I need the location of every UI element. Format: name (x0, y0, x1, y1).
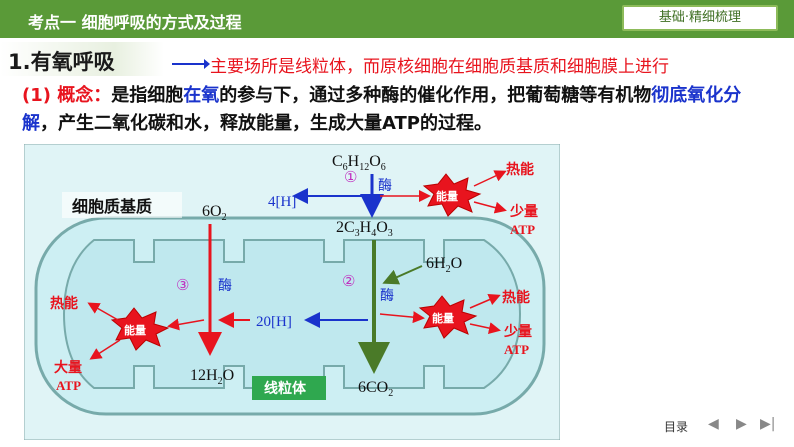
prev-slide-button[interactable]: ◀ (708, 416, 719, 432)
co2-formula: 6CO2 (358, 379, 393, 399)
concept-text-1: 是指细胞 (111, 85, 184, 106)
subtitle-bar (0, 42, 164, 76)
mito-label-bg (252, 376, 326, 400)
water-in-arrow (382, 265, 423, 285)
energy-burst-stage1: 能量 热能 少量 ATP (380, 161, 538, 237)
location-note: 主要场所是线粒体，而原核细胞在细胞质基质和细胞膜上进行 (210, 57, 669, 77)
oxygen-formula: 6O2 (202, 203, 227, 223)
atp-label-2: ATP (504, 342, 529, 357)
atp-amount-label-1: 少量 (509, 203, 538, 219)
energy-label-2: 能量 (432, 311, 454, 325)
last-slide-button[interactable]: ▶| (760, 416, 776, 432)
concept-prefix: (1) 概念： (22, 85, 112, 106)
cytoplasm-label: 细胞质基质 (72, 197, 152, 216)
next-slide-button[interactable]: ▶ (736, 416, 747, 432)
section-title: 1.有氧呼吸 (8, 50, 115, 74)
header-bar: 考点一 细胞呼吸的方式及过程 基础·精细梳理 (0, 0, 794, 38)
atp-amount-label-3: 大量 (54, 359, 82, 375)
water-in-formula: 6H2O (426, 255, 462, 275)
stage3-label: ③ (176, 278, 189, 294)
h20-label: 20[H] (256, 314, 292, 330)
heat-label-1: 热能 (506, 161, 534, 177)
concept-text-2: 的参与下，通过多种酶的催化作用，把葡萄糖等有机物 (219, 85, 652, 106)
h4-label: 4[H] (268, 194, 296, 210)
section-badge[interactable]: 基础·精细梳理 (622, 5, 778, 31)
atp-amount-label-2: 少量 (503, 323, 532, 339)
atp-label-3: ATP (56, 378, 81, 393)
atp-label-1: ATP (510, 222, 535, 237)
concept-text-3: ，产生二氧化碳和水，释放能量，生成大量ATP的过程。 (40, 113, 493, 134)
enzyme3-label: 酶 (218, 277, 232, 293)
energy-burst-stage2: 能量 热能 少量 ATP (379, 289, 532, 357)
energy-burst-stage3: 能量 热能 大量 ATP (50, 295, 205, 393)
energy-label-1: 能量 (436, 189, 458, 203)
heat-label-2: 热能 (502, 289, 530, 305)
stage1-label: ① (344, 170, 357, 186)
enzyme2-label: 酶 (380, 287, 394, 303)
pyruvate-formula: 2C3H4O3 (336, 219, 393, 239)
enzyme1-label: 酶 (378, 177, 392, 193)
stage2-label: ② (342, 274, 355, 290)
water-out-formula: 12H2O (190, 367, 234, 387)
mito-label: 线粒体 (264, 380, 307, 396)
energy-label-3: 能量 (124, 323, 146, 337)
cytoplasm-label-bg (62, 192, 182, 218)
heat-label-3: 热能 (50, 295, 78, 311)
note-arrow-icon (172, 59, 210, 69)
aerobic-respiration-diagram: 细胞质基质 线粒体 C6H12O6 ① 酶 4[H] 2C3H4O3 6O2 ③… (24, 144, 560, 440)
toc-link[interactable]: 目录 (664, 420, 689, 434)
concept-paragraph: (1) 概念：是指细胞在氧的参与下，通过多种酶的催化作用，把葡萄糖等有机物彻底氧… (22, 82, 762, 138)
concept-emphasis-decompose: 彻底氧化分解 (22, 85, 742, 134)
page-title: 考点一 细胞呼吸的方式及过程 (28, 13, 242, 32)
mitochondrion-inner-membrane (62, 239, 522, 389)
concept-emphasis-oxygen: 在氧 (183, 85, 220, 106)
